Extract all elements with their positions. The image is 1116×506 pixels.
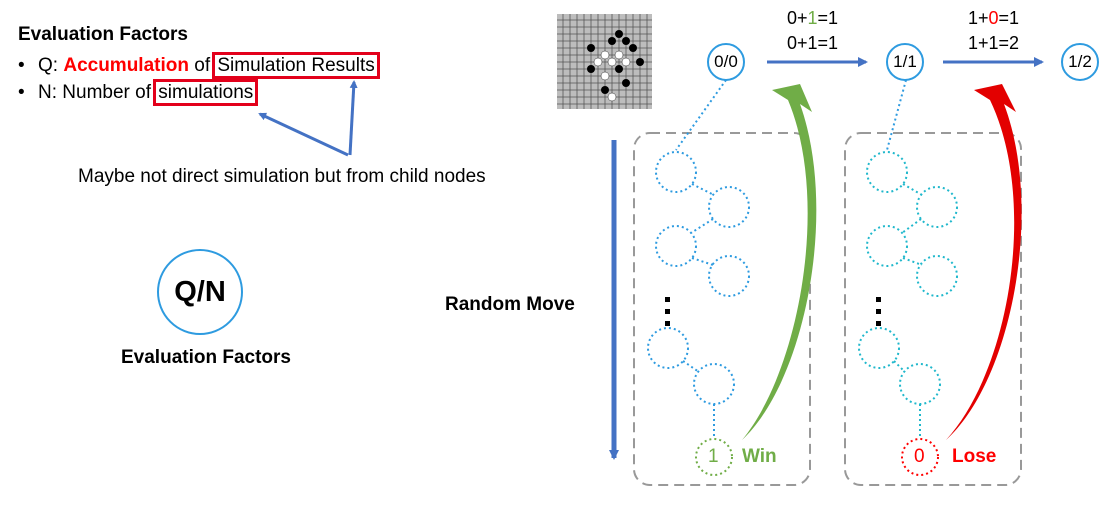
tree-lose: [858, 151, 958, 438]
n-prefix: N: Number of: [38, 82, 157, 103]
node-label: 1/2: [1068, 52, 1092, 71]
accumulation-emphasis: Accumulation: [63, 55, 189, 76]
tree-node: [693, 363, 735, 405]
tree-node: [916, 186, 958, 228]
equation-n-second: 1+1=2: [968, 33, 1020, 53]
qn-circle: Q/N: [157, 249, 243, 335]
tree-node: [916, 255, 958, 297]
simulation-panel-win: [633, 132, 811, 486]
pointer-arrow-simulations: [258, 112, 349, 157]
bullet-n: N: Number of simulations: [18, 79, 377, 106]
equation-n-first: 0+1=1: [787, 33, 839, 53]
tree-node: [858, 327, 900, 369]
child-node-note: Maybe not direct simulation but from chi…: [78, 166, 486, 187]
tree-node: [647, 327, 689, 369]
q-prefix: Q:: [38, 55, 64, 76]
qn-label: Q/N: [174, 275, 226, 308]
win-label: Win: [742, 446, 777, 467]
node-label: 0/0: [714, 52, 738, 71]
simulation-panel-lose: [844, 132, 1022, 486]
backprop-arrow-win: [742, 84, 817, 440]
node-root-1: 1/1: [886, 43, 924, 81]
go-board-icon: [557, 14, 652, 109]
section-title: Evaluation Factors: [18, 24, 188, 45]
leaf-lose-value: 0: [914, 446, 925, 467]
node-label: 1/1: [893, 52, 917, 71]
tree-node: [899, 363, 941, 405]
tree-node: [866, 225, 908, 267]
simulation-results-box: Simulation Results: [212, 52, 380, 79]
link-root-win: [675, 79, 727, 151]
factor-list: Q: Accumulation of Simulation Results N:…: [18, 52, 380, 106]
leaf-win-value: 1: [708, 446, 719, 467]
node-root-0: 0/0: [707, 43, 745, 81]
tree-win: [647, 151, 750, 438]
leaf-win-node: [695, 438, 733, 476]
pointer-arrow-results: [348, 80, 358, 156]
tree-node: [866, 151, 908, 193]
lose-label: Lose: [952, 446, 997, 467]
tree-node: [708, 255, 750, 297]
ellipsis-win: [665, 297, 670, 326]
backprop-arrow-lose: [946, 84, 1022, 440]
link-root-lose: [886, 79, 907, 151]
node-root-2: 1/2: [1061, 43, 1099, 81]
ellipsis-lose: [876, 297, 881, 326]
tree-node: [655, 151, 697, 193]
equation-q-second: 1+0=1: [968, 8, 1020, 28]
tree-node: [655, 225, 697, 267]
bullet-q: Q: Accumulation of Simulation Results: [18, 52, 380, 79]
leaf-lose-node: [901, 438, 939, 476]
q-mid: of: [188, 55, 216, 76]
qn-caption: Evaluation Factors: [121, 347, 291, 368]
random-move-label: Random Move: [445, 294, 575, 315]
equations-first: 0+1=1 0+1=1: [787, 6, 838, 56]
equation-q-first: 0+1=1: [787, 8, 839, 28]
tree-node: [708, 186, 750, 228]
equations-second: 1+0=1 1+1=2: [968, 6, 1019, 56]
simulations-box: simulations: [153, 79, 259, 106]
